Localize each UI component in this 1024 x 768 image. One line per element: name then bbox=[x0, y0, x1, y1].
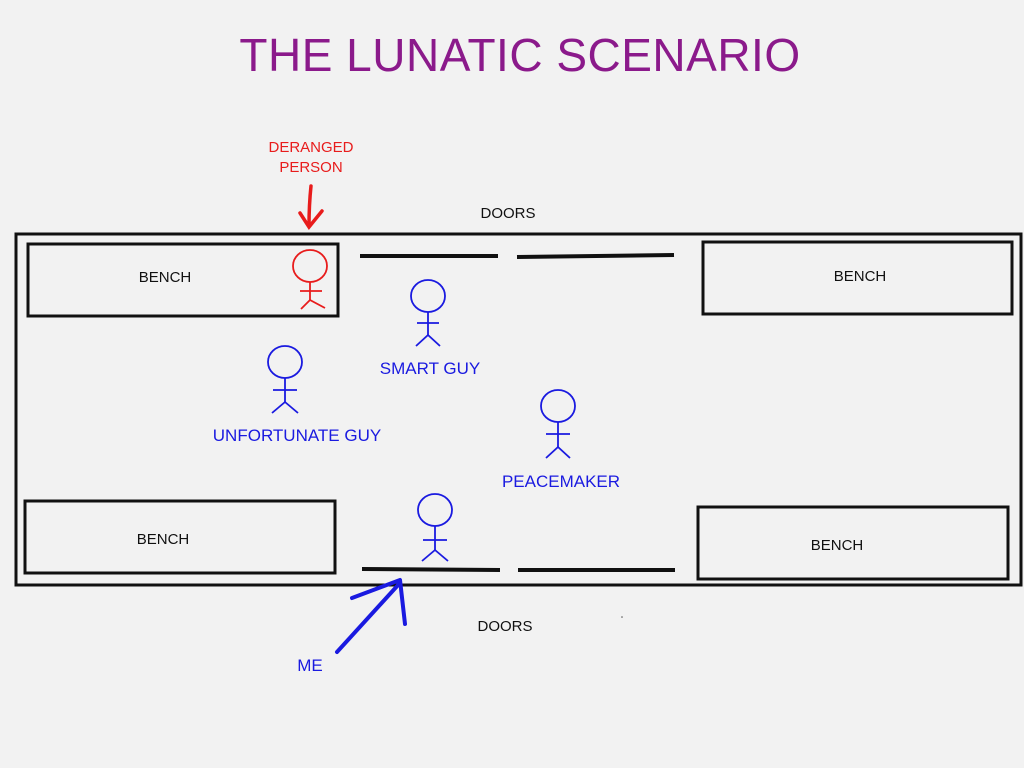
bench-top-left-label: BENCH bbox=[138, 269, 192, 286]
peacemaker-figure bbox=[540, 389, 576, 459]
bench-top-left bbox=[26, 242, 340, 318]
me-figure bbox=[417, 493, 453, 562]
bench-bottom-right-label: BENCH bbox=[810, 537, 864, 554]
deranged-person-label: DERANGED PERSON bbox=[268, 138, 353, 178]
bench-bottom-left bbox=[23, 499, 337, 575]
doors-top-label: DOORS bbox=[480, 205, 536, 222]
door-bottom-left bbox=[361, 567, 501, 572]
smart-guy-figure bbox=[410, 279, 446, 347]
page-title: THE LUNATIC SCENARIO bbox=[239, 29, 801, 81]
bench-top-right bbox=[701, 240, 1014, 316]
speck bbox=[621, 616, 623, 618]
doors-bottom-label: DOORS bbox=[477, 618, 533, 635]
deranged-label-line1: DERANGED bbox=[268, 139, 354, 156]
door-top-right bbox=[516, 253, 675, 259]
me-arrow bbox=[335, 578, 407, 654]
train-car-outline bbox=[14, 232, 1023, 587]
deranged-arrow bbox=[298, 184, 324, 230]
me-label: ME bbox=[297, 656, 323, 675]
unfortunate-guy-figure bbox=[267, 345, 303, 414]
smart-guy-label: SMART GUY bbox=[379, 359, 481, 378]
deranged-label-line2: PERSON bbox=[279, 159, 343, 176]
bench-top-right-label: BENCH bbox=[833, 268, 887, 285]
bench-bottom-left-label: BENCH bbox=[136, 531, 190, 548]
bench-bottom-right bbox=[696, 505, 1010, 581]
deranged-person-figure bbox=[292, 249, 328, 310]
peacemaker-label: PEACEMAKER bbox=[501, 472, 621, 491]
unfortunate-guy-label: UNFORTUNATE GUY bbox=[212, 426, 382, 445]
